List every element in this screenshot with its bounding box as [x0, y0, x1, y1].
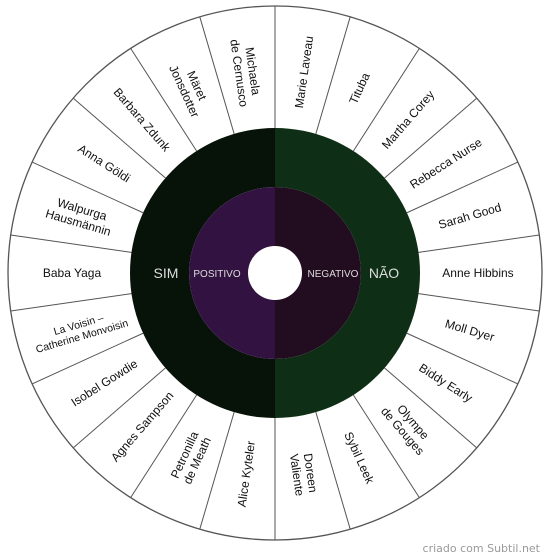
sector-divider [352, 48, 420, 152]
positivo-negativo-ring [189, 187, 361, 359]
sector-divider [130, 48, 198, 152]
sector-divider [406, 332, 519, 385]
sector-divider [199, 411, 235, 530]
center-hole [248, 246, 302, 300]
option-label[interactable]: Baba Yaga [43, 266, 102, 280]
credit-text: criado com Subtil.net [422, 542, 540, 555]
sector-divider [384, 97, 478, 179]
negativo-label: NEGATIVO [308, 269, 359, 280]
sector-divider [315, 411, 351, 530]
sector-divider [72, 367, 166, 449]
sector-divider [315, 16, 351, 135]
negativo-half[interactable] [189, 187, 275, 359]
sector-divider [31, 332, 144, 385]
sector-divider [10, 293, 132, 312]
sector-divider [418, 293, 540, 312]
sector-divider [406, 161, 519, 214]
sector-divider [10, 234, 132, 253]
sector-divider [352, 394, 420, 498]
sim-nao-ring [130, 128, 420, 418]
sector-divider [31, 161, 144, 214]
option-label[interactable]: DoreenValiente [287, 451, 321, 498]
sim-half[interactable] [275, 128, 420, 418]
nao-label: NÃO [369, 265, 399, 281]
sector-divider [384, 367, 478, 449]
positivo-label: POSITIVO [193, 269, 240, 280]
sim-label: SIM [154, 265, 179, 281]
sector-divider [418, 234, 540, 253]
nao-half[interactable] [130, 128, 275, 418]
sector-divider [72, 97, 166, 179]
sector-divider [130, 394, 198, 498]
option-label[interactable]: Anne Hibbins [442, 266, 513, 280]
sector-divider [199, 16, 235, 135]
positivo-half[interactable] [275, 187, 361, 359]
